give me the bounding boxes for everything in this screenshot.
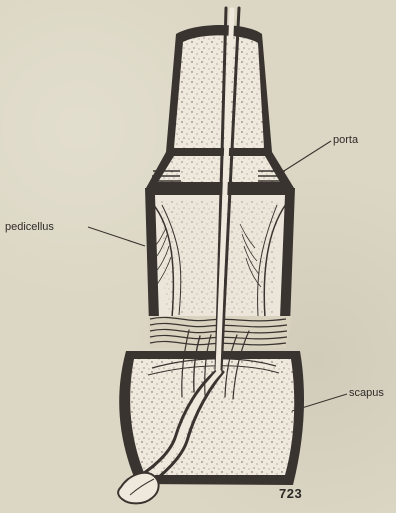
scapus-label: scapus bbox=[349, 388, 384, 399]
scapus-segment bbox=[119, 351, 304, 485]
pedicellus-leader-line bbox=[88, 227, 145, 246]
figure-number: 723 bbox=[279, 487, 302, 500]
pedicellus-label: pedicellus bbox=[5, 222, 54, 233]
upper-segment bbox=[166, 25, 272, 152]
porta-label: porta bbox=[333, 135, 358, 146]
porta-leader-line bbox=[276, 141, 331, 176]
nerve-tube bbox=[118, 473, 159, 504]
